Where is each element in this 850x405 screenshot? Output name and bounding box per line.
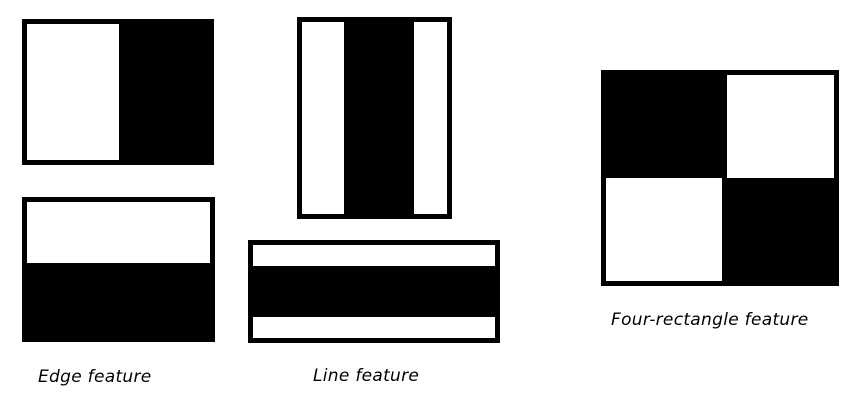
edge-feature-vertical	[22, 19, 214, 165]
line-feature-vertical-dark-band	[344, 22, 414, 214]
edge-feature-caption: Edge feature	[38, 367, 152, 387]
edge-feature-horizontal	[22, 197, 215, 342]
line-feature-horizontal	[248, 240, 500, 343]
edge-feature-horizontal-dark-half	[27, 263, 210, 337]
four-rectangle-feature	[601, 70, 839, 286]
edge-feature-vertical-dark-half	[119, 24, 209, 160]
line-feature-vertical	[297, 17, 452, 219]
four-rectangle-top-left-dark	[606, 75, 727, 178]
line-feature-horizontal-dark-band	[253, 266, 495, 317]
line-feature-caption: Line feature	[313, 366, 420, 386]
four-rectangle-feature-caption: Four-rectangle feature	[611, 310, 809, 330]
four-rectangle-bottom-right-dark	[722, 178, 834, 281]
